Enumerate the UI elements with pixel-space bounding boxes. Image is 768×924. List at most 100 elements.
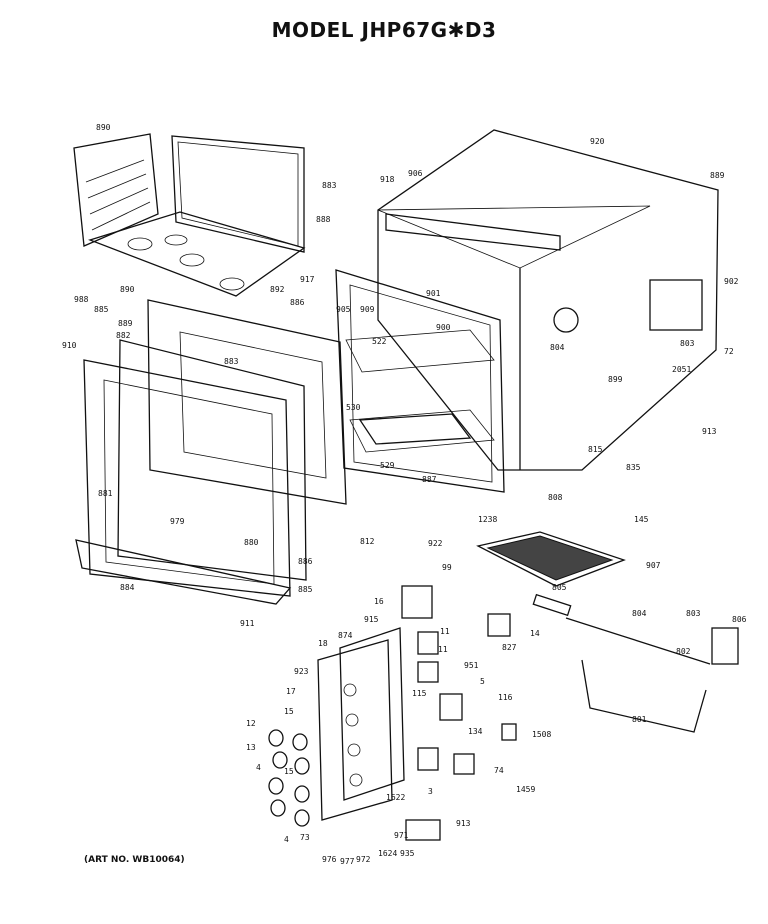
part-label: 885 (94, 305, 109, 314)
part-label: 971 (394, 831, 409, 840)
part-label: 804 (550, 343, 565, 352)
part-label: 806 (732, 615, 747, 624)
part-label: 17 (286, 687, 296, 696)
oven-racks (345, 329, 495, 453)
part-label: 18 (318, 639, 328, 648)
part-label: 882 (116, 331, 131, 340)
part-label: 935 (400, 849, 415, 858)
part-label: 529 (380, 461, 395, 470)
part-label: 977 (340, 857, 355, 866)
cooktop-panel (88, 211, 306, 297)
part-label: 801 (632, 715, 647, 724)
part-label: 802 (676, 647, 691, 656)
broiler-pan (476, 531, 626, 587)
part-label: 1624 (378, 849, 397, 858)
part-label: 883 (322, 181, 337, 190)
part-label: 99 (442, 563, 452, 572)
part-label: 11 (440, 627, 450, 636)
burner-grate (73, 133, 159, 247)
part-label: 892 (270, 285, 285, 294)
oven-door (75, 299, 347, 605)
part-label: 887 (422, 475, 437, 484)
part-label: 4 (284, 835, 289, 844)
rotisserie (532, 593, 739, 733)
part-label: 805 (552, 583, 567, 592)
part-label: 890 (120, 285, 135, 294)
control-panel (317, 627, 405, 821)
part-label: 913 (702, 427, 717, 436)
part-labels: 890 883 888 918 906 920 889 917 901 892 886 905 909 9… (62, 123, 747, 866)
part-label: 5 (480, 677, 485, 686)
part-label: 910 (62, 341, 77, 350)
part-label: 902 (724, 277, 739, 286)
part-label: 901 (426, 289, 441, 298)
part-label: 1622 (386, 793, 405, 802)
part-label: 889 (118, 319, 133, 328)
part-label: 134 (468, 727, 483, 736)
part-label: 951 (464, 661, 479, 670)
part-label: 905 (336, 305, 351, 314)
part-label: 11 (438, 645, 448, 654)
part-label: 827 (502, 643, 517, 652)
part-label: 880 (244, 538, 259, 547)
part-label: 1459 (516, 785, 535, 794)
part-label: 835 (626, 463, 641, 472)
part-label: 72 (724, 347, 734, 356)
oven-body (335, 129, 719, 493)
part-label: 803 (680, 339, 695, 348)
part-label: 116 (498, 693, 513, 702)
part-label: 906 (408, 169, 423, 178)
part-label: 909 (360, 305, 375, 314)
part-label: 915 (364, 615, 379, 624)
part-label: 1508 (532, 730, 551, 739)
part-label: 815 (588, 445, 603, 454)
part-label: 145 (634, 515, 649, 524)
part-label: 890 (96, 123, 111, 132)
part-label: 885 (298, 585, 313, 594)
knobs (268, 729, 310, 827)
part-label: 15 (284, 707, 294, 716)
part-label: 803 (686, 609, 701, 618)
part-label: 976 (322, 855, 337, 864)
part-label: 884 (120, 583, 135, 592)
part-label: 888 (316, 215, 331, 224)
part-label: 911 (240, 619, 255, 628)
part-label: 881 (98, 489, 113, 498)
part-label: 922 (428, 539, 443, 548)
part-label: 13 (246, 743, 256, 752)
part-label: 115 (412, 689, 427, 698)
part-label: 899 (608, 375, 623, 384)
part-label: 1238 (478, 515, 497, 524)
part-label: 874 (338, 631, 353, 640)
cooktop-lid (171, 135, 305, 253)
part-label: 920 (590, 137, 605, 146)
part-label: 923 (294, 667, 309, 676)
part-label: 972 (356, 855, 371, 864)
part-label: 979 (170, 517, 185, 526)
part-label: 530 (346, 403, 361, 412)
part-label: 886 (290, 298, 305, 307)
part-label: 917 (300, 275, 315, 284)
model-title: MODEL JHP67G✱D3 (271, 18, 497, 42)
part-label: 3 (428, 787, 433, 796)
part-label: 889 (710, 171, 725, 180)
part-label: 74 (494, 766, 504, 775)
part-label: 12 (246, 719, 256, 728)
part-label: 913 (456, 819, 471, 828)
part-label: 522 (372, 337, 387, 346)
part-label: 886 (298, 557, 313, 566)
part-label: 16 (374, 597, 384, 606)
part-label: 907 (646, 561, 661, 570)
part-label: 73 (300, 833, 310, 842)
part-label: 812 (360, 537, 375, 546)
part-label: 15 (284, 767, 294, 776)
part-label: 14 (530, 629, 540, 638)
part-label: 918 (380, 175, 395, 184)
part-label: 883 (224, 357, 239, 366)
art-number: (ART NO. WB10064) (84, 855, 185, 865)
part-label: 804 (632, 609, 647, 618)
part-label: 808 (548, 493, 563, 502)
part-label: 2051 (672, 365, 691, 374)
part-label: 988 (74, 295, 89, 304)
